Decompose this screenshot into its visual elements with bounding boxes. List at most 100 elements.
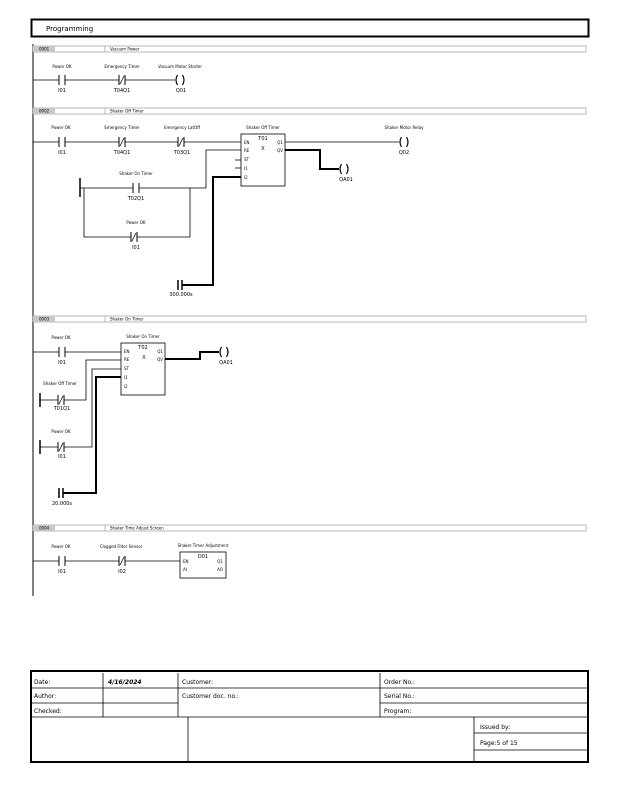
pin-label: I2 [244, 175, 248, 180]
contact-address: I01 [58, 360, 66, 366]
contact-label: Power OK [51, 544, 71, 549]
contact-address: T03Q1 [173, 150, 191, 156]
network-number-cell [33, 316, 55, 322]
coil-address: QA01 [339, 177, 353, 183]
contact-address: T01Q1 [53, 406, 71, 412]
contact-label: Power OK [51, 429, 71, 434]
pin-label: EN [244, 140, 250, 145]
contact-nc[interactable] [130, 232, 138, 242]
contact-address: T04Q1 [113, 88, 131, 94]
block-name: D01 [198, 554, 208, 560]
pin-label: QV [277, 148, 283, 153]
timer-block[interactable] [240, 133, 286, 187]
pin-label: AO [217, 567, 223, 572]
title-block: Date: 4/16/2024 Author: Checked: Custome… [30, 670, 589, 763]
network-title: Shaker Off Timer [110, 109, 144, 114]
contact-nc[interactable] [118, 556, 126, 566]
serial-label: Serial No.: [384, 693, 415, 700]
block-name: T01 [257, 136, 267, 142]
contact-no[interactable] [58, 556, 66, 566]
contact-label: Emergency Timer [104, 64, 140, 69]
contact-address: T02Q1 [127, 196, 145, 202]
title-block-frame [30, 670, 589, 763]
display-block[interactable] [179, 551, 227, 579]
network-1: 0001 Vacuum Power Power OK I01 Emergency… [32, 45, 587, 94]
constant [177, 280, 183, 290]
analog-coil[interactable] [339, 163, 349, 175]
pin-label: EN [183, 559, 189, 564]
pin-label: ST [124, 366, 130, 371]
contact-label: Power OK [51, 335, 71, 340]
contact-nc[interactable] [57, 442, 65, 452]
block-label: Shaker Off Timer [246, 125, 280, 130]
network-number-cell [33, 525, 55, 531]
contact-label: Power OK [52, 64, 72, 69]
checked-label: Checked: [34, 708, 62, 715]
pin-label: Q1 [217, 559, 223, 564]
page-number: Page:5 of 15 [480, 740, 518, 747]
constant-value: 300.000s [169, 292, 193, 298]
pin-label: RE [124, 357, 130, 362]
block-center: X [261, 146, 265, 152]
pin-label: AI [183, 567, 187, 572]
issued-label: Issued by: [480, 724, 510, 731]
contact-no[interactable] [58, 75, 66, 85]
contact-address: I01 [58, 88, 66, 94]
coil-label: Vacuum Motor Starter [158, 64, 202, 69]
pin-label: I2 [124, 384, 128, 389]
contact-label: Emergency LatOff [164, 125, 200, 130]
contact-nc[interactable] [118, 75, 126, 85]
coil-address: QA01 [219, 360, 233, 366]
network-number: 0002 [39, 109, 50, 114]
title-frame [30, 18, 590, 38]
network-number-cell [33, 46, 55, 52]
contact-nc[interactable] [118, 137, 126, 147]
pin-label: Q1 [277, 140, 283, 145]
network-number: 0001 [39, 47, 50, 52]
coil[interactable] [399, 136, 409, 148]
coil-address: Q01 [176, 88, 186, 94]
date-label: Date: [34, 679, 50, 686]
network-4: 0004 Shaker Time Adjust Screen Power OK … [32, 524, 587, 579]
pin-label: RE [244, 148, 250, 153]
contact-address: I02 [118, 569, 126, 575]
constant [58, 488, 64, 498]
author-label: Author: [34, 693, 56, 700]
network-title: Shaker Time Adjust Screen [110, 526, 164, 531]
network-2: 0002 Shaker Off Timer Power OK I01 Emerg… [32, 107, 587, 298]
contact-nc[interactable] [177, 137, 185, 147]
contact-address: I01 [132, 245, 140, 251]
contact-no[interactable] [132, 183, 140, 193]
contact-label: Power OK [126, 220, 146, 225]
contact-label: Emergency Timer [104, 125, 140, 130]
pin-label: QV [157, 357, 163, 362]
block-label: Shaker Timer Adjustment [178, 543, 229, 548]
coil-label: Shaker Motor Relay [385, 125, 425, 130]
network-title: Vacuum Power [110, 47, 140, 52]
coil[interactable] [175, 74, 185, 86]
contact-label: Shaker Off Timer [43, 381, 77, 386]
network-number: 0003 [39, 317, 50, 322]
contact-address: I01 [58, 150, 66, 156]
contact-no[interactable] [58, 347, 66, 357]
block-name: T02 [137, 345, 147, 351]
order-label: Order No.: [384, 679, 415, 686]
pin-label: I1 [124, 375, 128, 380]
contact-address: I01 [58, 569, 66, 575]
pin-label: EN [124, 349, 130, 354]
network-number-cell [33, 108, 55, 114]
network-3: 0003 Shaker On Timer Power OK I01 Shaker… [32, 315, 587, 507]
pin-label: ST [244, 157, 250, 162]
contact-nc[interactable] [57, 395, 65, 405]
contact-address: I01 [58, 454, 66, 460]
block-label: Shaker On Timer [126, 334, 160, 339]
page-title: Programming [46, 25, 93, 33]
program-label: Program: [384, 708, 411, 715]
date-value: 4/16/2024 [108, 679, 142, 686]
network-number: 0004 [39, 526, 50, 531]
contact-no[interactable] [58, 137, 66, 147]
pin-label: I1 [244, 166, 248, 171]
analog-coil[interactable] [219, 346, 229, 358]
contact-label: Power OK [51, 125, 71, 130]
